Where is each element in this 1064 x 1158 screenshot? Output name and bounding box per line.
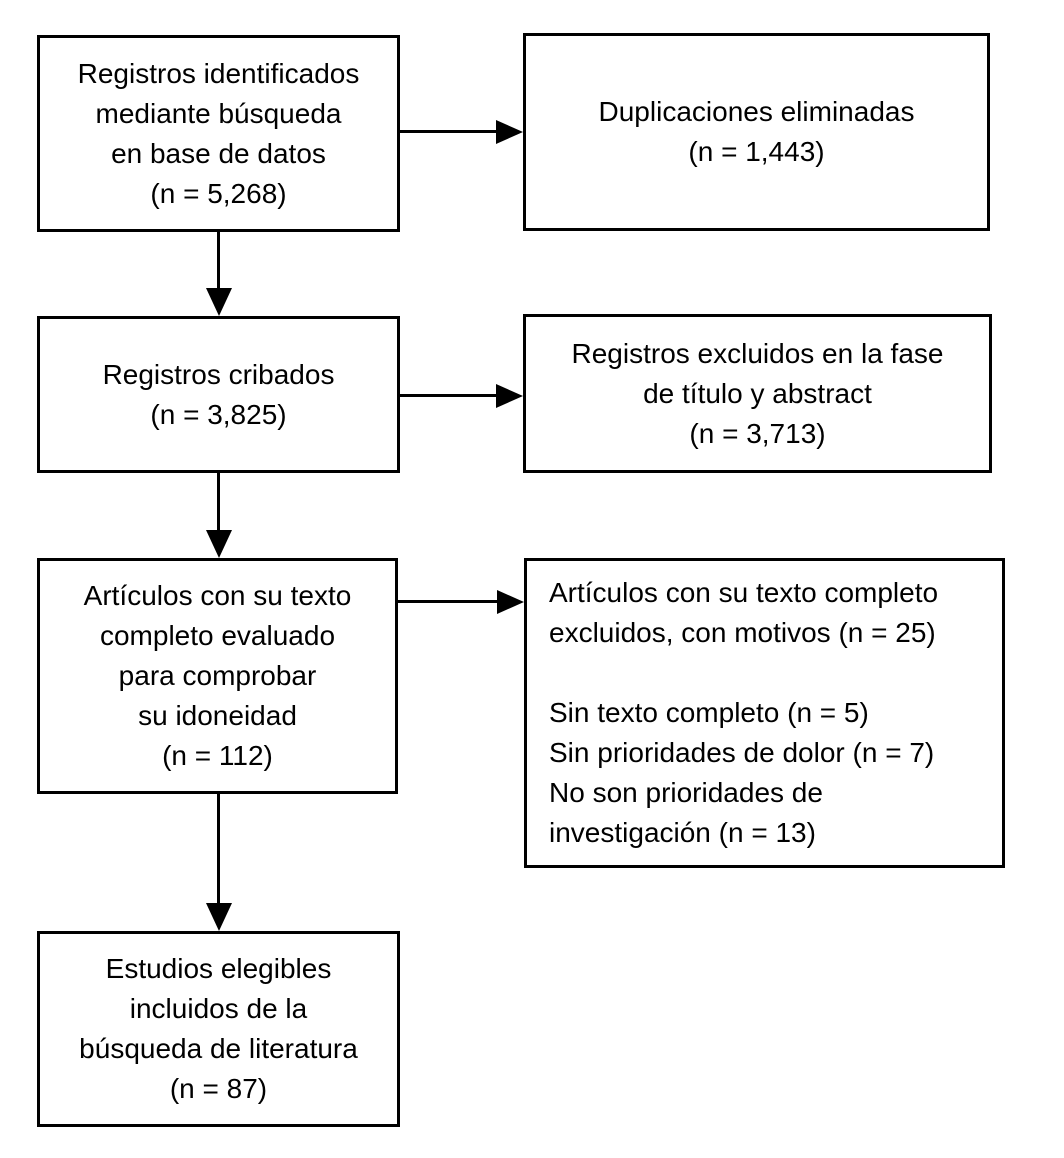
arrow-head-down-icon [206,288,232,316]
arrow-head-right-icon [496,384,523,408]
box-records-excluded: Registros excluidos en la fase de título… [523,314,992,473]
box-fulltext-excluded-text: Artículos con su texto completo excluido… [549,577,939,848]
arrow-shaft [400,394,498,397]
arrow-shaft [217,794,220,906]
box-studies-included: Estudios elegibles incluidos de la búsqu… [37,931,400,1127]
arrow-head-right-icon [497,590,524,614]
arrow-shaft [217,473,220,533]
arrow-head-right-icon [496,120,523,144]
box-records-excluded-text: Registros excluidos en la fase de título… [571,337,944,449]
box-duplicates-removed: Duplicaciones eliminadas (n = 1,443) [523,33,990,231]
arrow-shaft [217,232,220,292]
box-studies-included-text: Estudios elegibles incluidos de la búsqu… [79,953,358,1104]
arrow-head-down-icon [206,903,232,931]
box-fulltext-assessed-text: Artículos con su texto completo evaluado… [83,580,352,771]
box-fulltext-assessed: Artículos con su texto completo evaluado… [37,558,398,794]
arrow-shaft [398,600,498,603]
box-duplicates-removed-text: Duplicaciones eliminadas (n = 1,443) [598,96,915,167]
arrow-head-down-icon [206,530,232,558]
box-records-screened-text: Registros cribados (n = 3,825) [102,358,335,430]
box-records-identified: Registros identificados mediante búsqued… [37,35,400,232]
box-records-screened: Registros cribados (n = 3,825) [37,316,400,473]
box-fulltext-excluded: Artículos con su texto completo excluido… [524,558,1005,868]
box-records-identified-text: Registros identificados mediante búsqued… [77,57,360,209]
arrow-shaft [400,130,498,133]
